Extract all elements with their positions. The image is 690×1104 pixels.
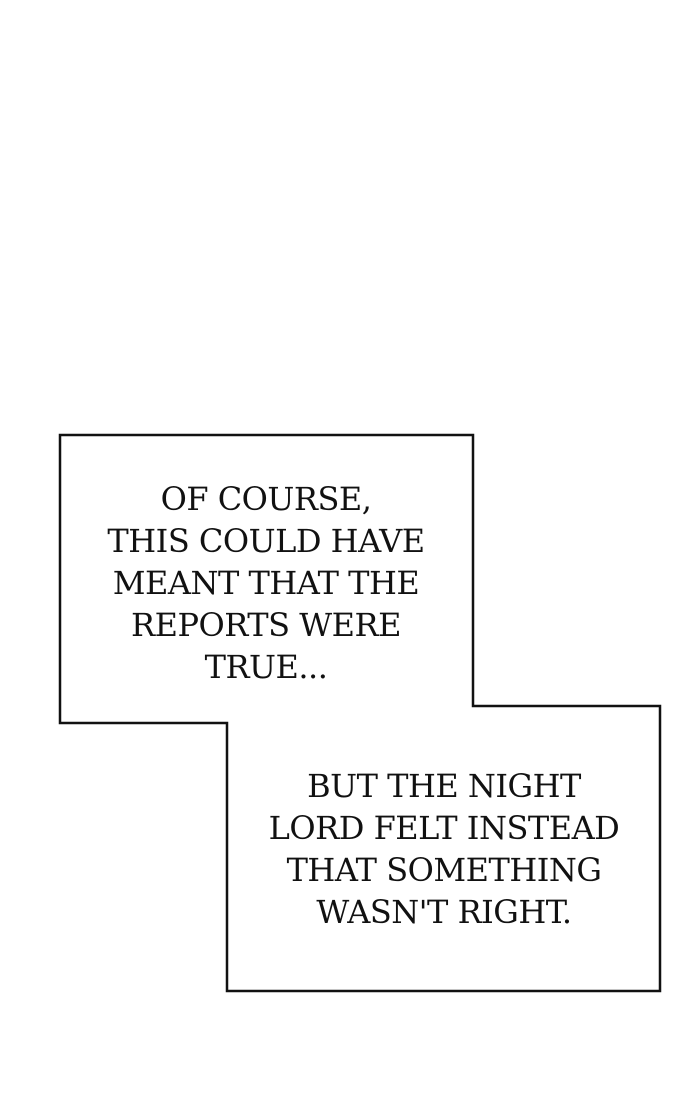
narration-caption-bottom: BUT THE NIGHT LORD FELT INSTEAD THAT SOM… [268,767,620,931]
narration-box-border [58,433,662,993]
narration-caption-top: OF COURSE, THIS COULD HAVE MEANT THAT TH… [107,480,425,686]
